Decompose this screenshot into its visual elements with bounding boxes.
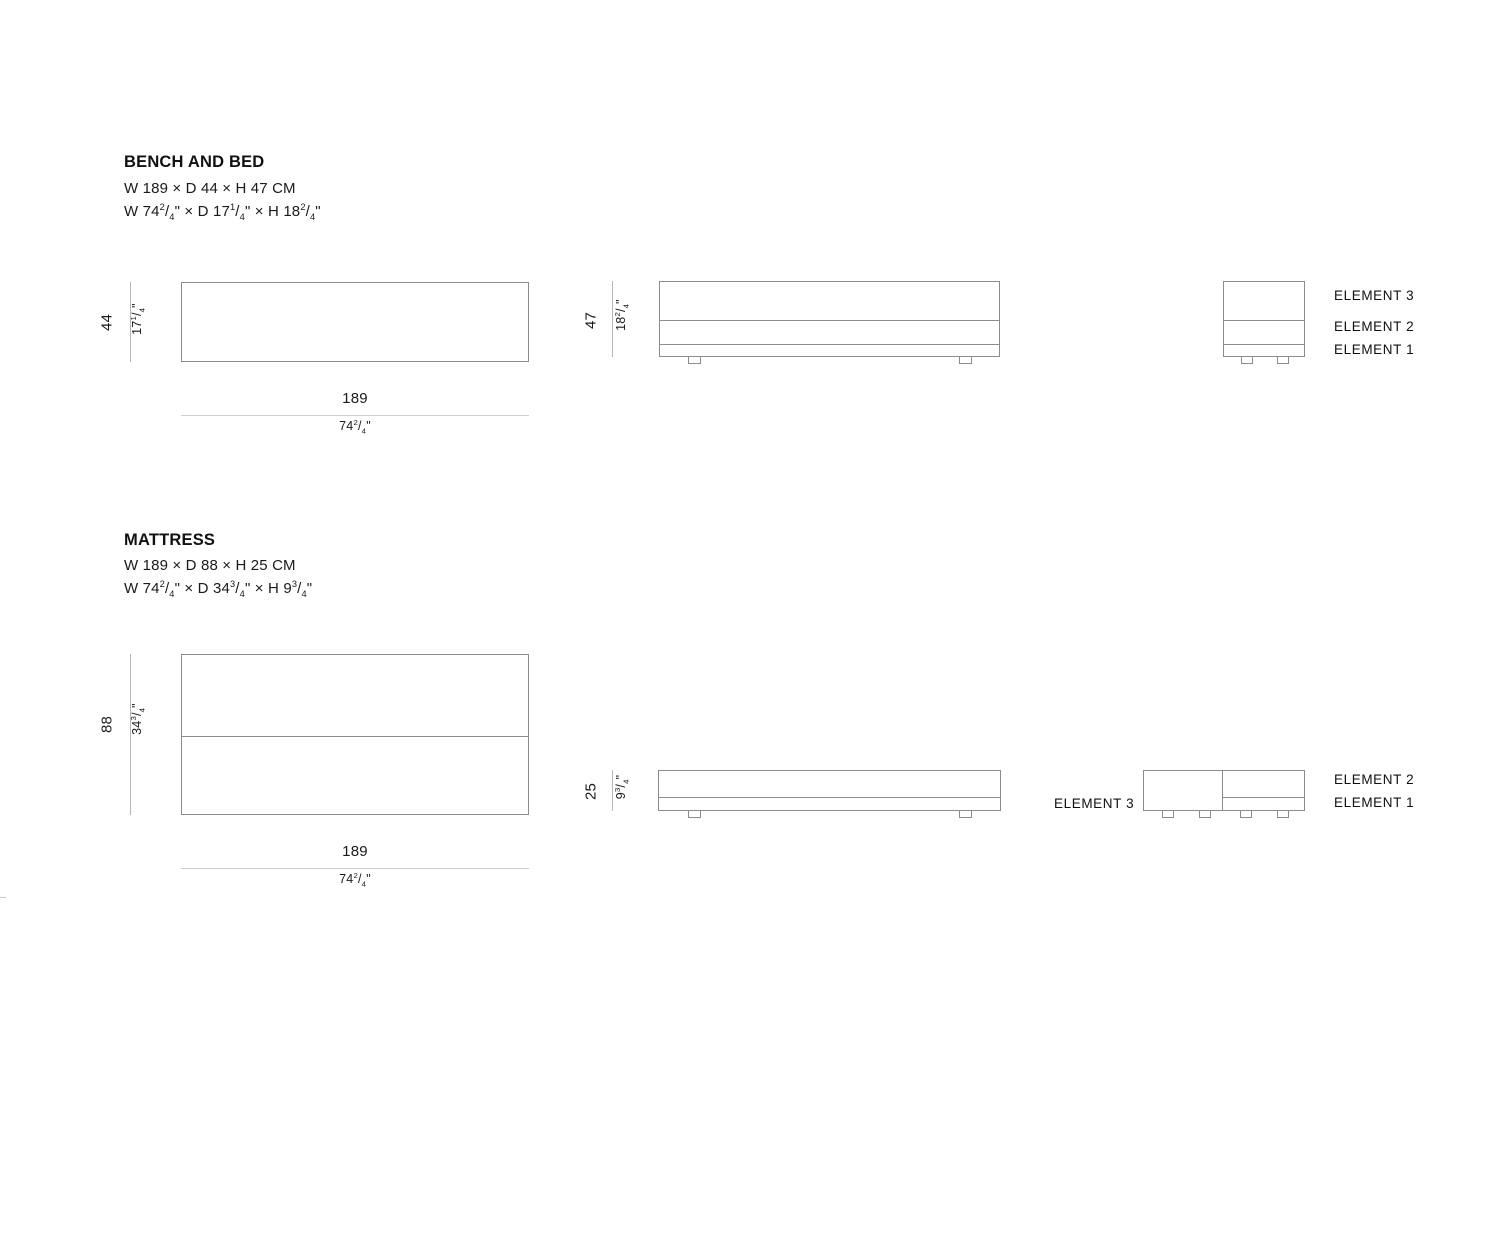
- mattress-title: MATTRESS: [124, 531, 216, 549]
- m-width-in-num: 2: [353, 870, 358, 880]
- mattress-side-block-left: [1143, 770, 1223, 811]
- mattress-element-label-3: ELEMENT 3: [1054, 796, 1135, 811]
- bench-plan-width-inch: 742/4": [339, 417, 371, 436]
- bench-front-divider-lower: [659, 344, 1000, 345]
- mattress-front-foot-right: [959, 811, 972, 818]
- mattress-front-elevation: [658, 770, 1001, 811]
- m-spec-h-quote: ": [306, 580, 313, 597]
- bench-element-label-1: ELEMENT 1: [1334, 342, 1415, 357]
- mattress-plan-width-inch: 742/4": [339, 870, 371, 889]
- bench-front-divider-upper: [659, 320, 1000, 321]
- m-height-in-num: 3: [612, 787, 622, 793]
- spec-h-num: 2: [300, 202, 306, 212]
- bench-side-divider-upper: [1223, 320, 1305, 321]
- bench-and-bed-section: BENCH AND BED W 189 × D 44 × H 47 CM W 7…: [0, 0, 1500, 470]
- spec-h-quote: ": [315, 203, 321, 220]
- m-spec-w-den: 4: [169, 589, 175, 599]
- mattress-side-foot-1: [1162, 811, 1174, 818]
- mattress-plan-width-rule: [181, 868, 529, 869]
- mattress-front-height-inch: 93/4": [612, 774, 631, 800]
- m-depth-in-whole: 34: [130, 720, 144, 735]
- mattress-side-foot-4: [1277, 811, 1289, 818]
- m-spec-w-num: 2: [159, 579, 165, 589]
- m-depth-in-num: 3: [128, 716, 138, 721]
- m-spec-h-den: 4: [301, 589, 307, 599]
- bench-width-in-num: 2: [353, 417, 358, 427]
- spec-h-whole: H 18: [268, 203, 301, 220]
- m-spec-w-quote: ": [174, 580, 181, 597]
- mattress-element-label-1: ELEMENT 1: [1334, 795, 1415, 810]
- spec-d-quote: ": [244, 203, 251, 220]
- mattress-plan-divider: [181, 736, 529, 737]
- m-width-in-whole: 74: [339, 872, 354, 886]
- m-spec-d-den: 4: [239, 589, 245, 599]
- mattress-side-foot-2: [1199, 811, 1211, 818]
- bench-side-foot-left: [1241, 357, 1253, 364]
- m-depth-in-den: 4: [137, 707, 147, 713]
- m-height-in-whole: 9: [614, 792, 628, 800]
- mattress-front-height-extension-line: [612, 770, 613, 811]
- bench-width-in-whole: 74: [339, 419, 354, 433]
- bench-front-foot-right: [959, 357, 972, 364]
- bench-plan-width-rule: [181, 415, 529, 416]
- m-spec-sep-1: ×: [184, 580, 194, 597]
- m-height-in-den: 4: [621, 779, 631, 784]
- spec-h-den: 4: [309, 212, 316, 222]
- spec-sep-1: ×: [184, 203, 194, 220]
- bench-and-bed-spec-cm: W 189 × D 44 × H 47 CM: [124, 180, 296, 197]
- spec-sep-2: ×: [254, 203, 264, 220]
- mattress-front-divider: [658, 797, 1001, 798]
- bench-front-foot-left: [688, 357, 701, 364]
- mattress-section: MATTRESS W 189 × D 88 × H 25 CM W 742/4"…: [98, 531, 1415, 889]
- registration-tick: [0, 897, 6, 898]
- bench-and-bed-spec-inch: W 742/4" × D 171/4" × H 182/4": [124, 202, 321, 222]
- bench-width-in-den: 4: [361, 426, 367, 436]
- mattress-front-height-cm: 25: [582, 782, 600, 801]
- spec-w-quote: ": [174, 203, 181, 220]
- m-spec-h-num: 3: [291, 579, 298, 589]
- mattress-front-foot-left: [688, 811, 701, 818]
- mattress-spec-cm: W 189 × D 88 × H 25 CM: [124, 557, 296, 574]
- bench-plan-view: [181, 282, 529, 362]
- m-spec-w-whole: W 74: [124, 580, 160, 597]
- bench-element-label-3: ELEMENT 3: [1334, 288, 1415, 303]
- mattress-element-label-2: ELEMENT 2: [1334, 772, 1415, 787]
- mattress-plan-depth-cm: 88: [98, 715, 116, 734]
- m-spec-sep-2: ×: [254, 580, 264, 597]
- mattress-spec-inch: W 742/4" × D 343/4" × H 93/4": [124, 579, 313, 599]
- m-spec-h-whole: H 9: [268, 580, 292, 597]
- bench-element-label-2: ELEMENT 2: [1334, 319, 1415, 334]
- mattress-side-foot-3: [1240, 811, 1252, 818]
- bench-side-foot-right: [1277, 357, 1289, 364]
- bench-plan-width-cm: 189: [342, 390, 368, 407]
- spec-d-num: 1: [229, 202, 236, 212]
- mattress-side-right-divider: [1222, 797, 1305, 798]
- m-spec-d-quote: ": [244, 580, 251, 597]
- m-width-in-den: 4: [361, 879, 367, 889]
- mattress-plan-view: [181, 654, 529, 815]
- bench-and-bed-title: BENCH AND BED: [124, 153, 265, 171]
- spec-w-whole: W 74: [124, 203, 160, 220]
- mattress-side-block-right: [1222, 770, 1305, 811]
- m-spec-d-num: 3: [229, 579, 236, 589]
- spec-d-den: 4: [239, 212, 245, 222]
- spec-w-num: 2: [159, 202, 165, 212]
- mattress-plan-depth-inch: 343/4": [128, 703, 147, 735]
- mattress-plan-depth-extension-line: [130, 654, 131, 815]
- mattress-plan-width-cm: 189: [342, 843, 368, 860]
- spec-d-whole: D 17: [197, 203, 230, 220]
- bench-front-height-extension-line: [612, 281, 613, 357]
- bench-side-divider-lower: [1223, 344, 1305, 345]
- spec-w-den: 4: [169, 212, 175, 222]
- m-spec-d-whole: D 34: [197, 580, 230, 597]
- bench-plan-depth-extension-line: [130, 282, 131, 362]
